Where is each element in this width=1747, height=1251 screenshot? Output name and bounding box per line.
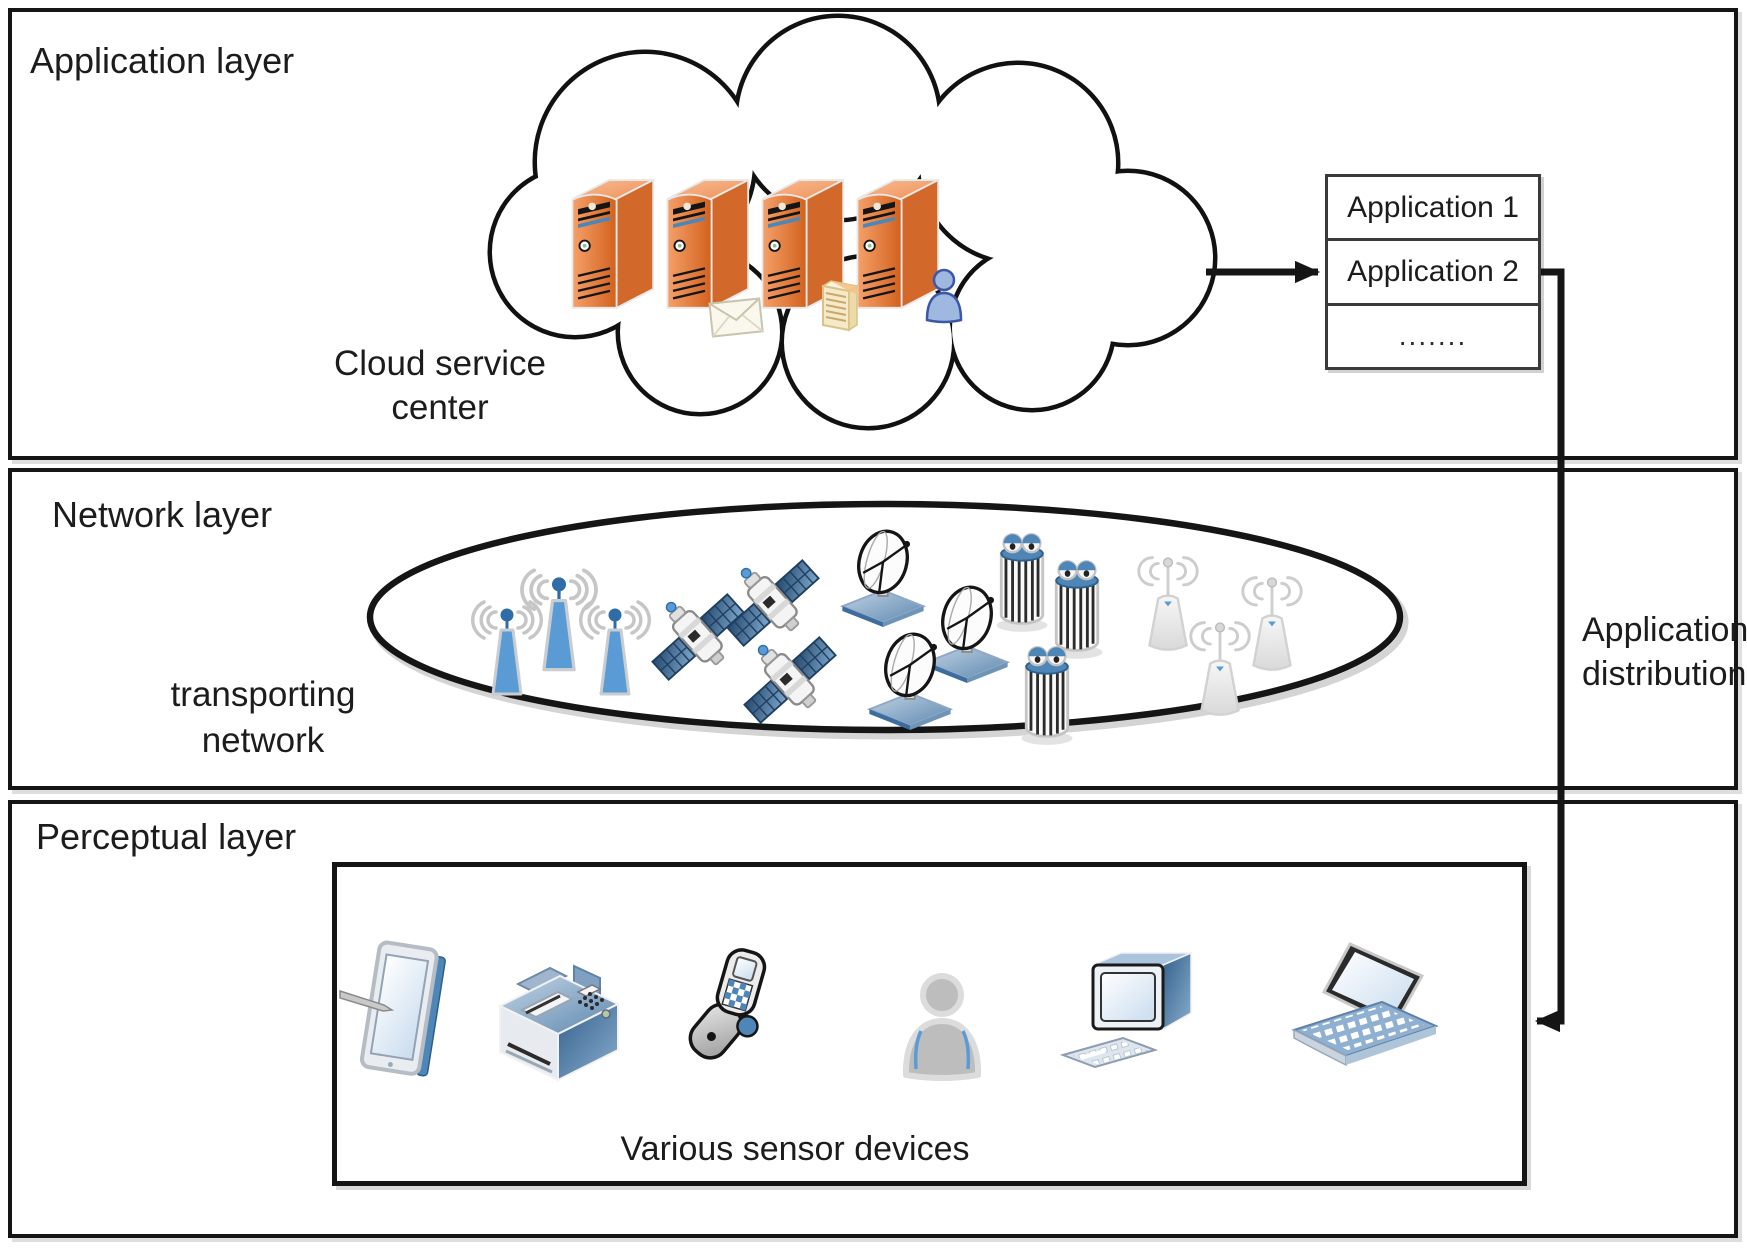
distribution-label-line1: Application [1582, 611, 1747, 649]
desktop-computer-icon [1057, 945, 1217, 1085]
application-item-more: ....... [1328, 302, 1538, 367]
person-icon [890, 965, 995, 1083]
application-item-2: Application 2 [1328, 238, 1538, 302]
application-distribution-label: Application distribution [1582, 608, 1747, 696]
transport-label-line1: transporting [170, 675, 356, 714]
cloud-service-center-label: Cloud service center [315, 342, 565, 430]
distribution-label-line2: distribution [1582, 655, 1747, 694]
cloud-label-line1: Cloud service [333, 344, 547, 383]
application-item-1: Application 1 [1347, 190, 1519, 224]
sensor-devices-box [332, 862, 1527, 1186]
server-icon [563, 165, 657, 320]
pda-stylus-icon [338, 935, 458, 1085]
application-list-box: Application 1 Application 2 ....... [1325, 174, 1541, 370]
transporting-network-label: transporting network [148, 672, 378, 764]
flip-phone-icon [667, 947, 797, 1077]
document-stack-icon [816, 276, 862, 334]
perceptual-layer-box [8, 800, 1738, 1238]
mail-envelope-icon [706, 288, 766, 346]
satellite-icon [734, 624, 846, 736]
network-layer-title: Network layer [52, 494, 273, 535]
transport-label-line2: network [201, 721, 325, 761]
cloud-label-line2: center [391, 388, 489, 428]
striped-tower-icon [1014, 640, 1080, 746]
printer-fax-icon [478, 950, 638, 1090]
radar-dish-icon [858, 629, 962, 731]
perceptual-layer-title: Perceptual layer [36, 816, 297, 857]
application-layer-title: Application layer [30, 40, 295, 81]
user-badge-icon [922, 266, 966, 324]
base-station-icon [1233, 564, 1311, 676]
sensor-devices-caption: Various sensor devices [620, 1130, 970, 1168]
laptop-icon [1282, 938, 1447, 1083]
